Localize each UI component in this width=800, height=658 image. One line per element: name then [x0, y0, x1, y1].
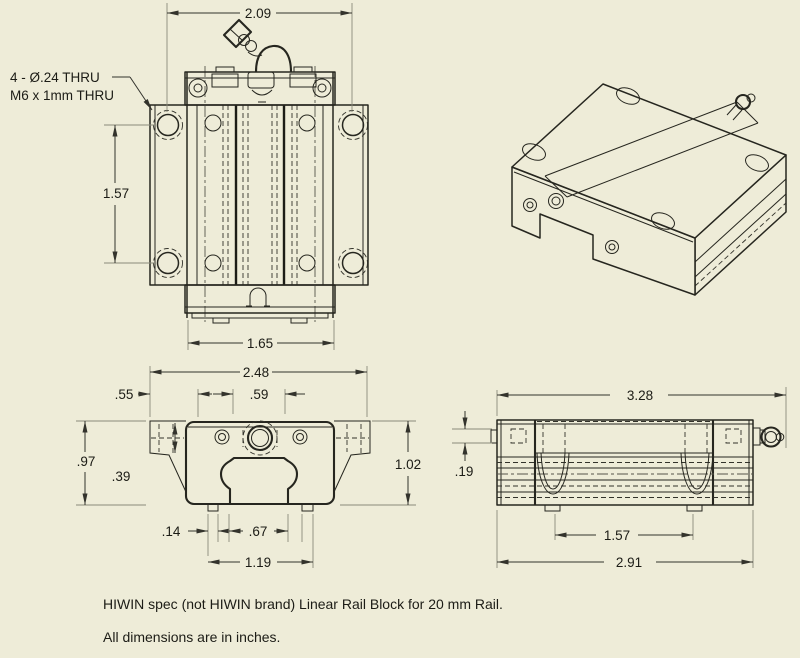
dim-text-3.28: 3.28 [627, 388, 653, 403]
dim-text-.14: .14 [162, 524, 181, 539]
iso-grease-bore [548, 193, 564, 209]
front-view: 2.48 .55 .59 .97 .39 [76, 365, 421, 570]
dim-front-flange-height: .97 [76, 420, 146, 506]
clamp-screw-right [289, 73, 317, 88]
mount-hole-top-right [341, 113, 365, 137]
iso-top-holes [522, 87, 769, 230]
iso-end-face [511, 166, 696, 296]
inner-hole-top-left [204, 114, 222, 132]
dim-text-1.65: 1.65 [247, 336, 273, 351]
units-note: All dimensions are in inches. [103, 629, 281, 645]
side-foot-right [686, 504, 703, 512]
side-view: 3.28 .19 1.57 2.91 [452, 387, 787, 570]
side-end-lip [490, 429, 498, 444]
clamp-screw-left [211, 73, 239, 88]
dim-text-1.19: 1.19 [245, 555, 271, 570]
side-cap-screw-right [725, 428, 742, 444]
dim-text-.39: .39 [112, 469, 131, 484]
dim-front-ear-height: .39 [112, 423, 178, 484]
callout-line1: 4 - Ø.24 THRU [10, 70, 100, 85]
iso-end-screw-left [523, 198, 537, 212]
front-grease-port [246, 424, 274, 452]
iso-grease-nipple [726, 93, 756, 121]
grease-port-block [247, 71, 275, 89]
top-view-end-plate-top [184, 66, 336, 106]
grease-nipple-body [222, 18, 253, 49]
dim-text-1.02: 1.02 [395, 457, 421, 472]
dim-front-overall-height: 1.02 [340, 420, 421, 506]
callout-line2: M6 x 1mm THRU [10, 88, 114, 103]
end-boss-left [188, 78, 208, 98]
dim-top-hole-span: 2.09 [166, 3, 353, 112]
top-view-mount-holes [153, 110, 368, 278]
dim-text-2.48: 2.48 [243, 365, 269, 380]
dim-text-.59: .59 [250, 387, 269, 402]
dim-front-feet-span: 1.19 [208, 514, 314, 570]
mount-tab-right [290, 317, 308, 324]
iso-top-face [511, 83, 787, 239]
top-view-ball-tracks [222, 105, 298, 285]
front-ear-left [149, 420, 187, 493]
dim-front-channel-opening: .67 [228, 514, 289, 542]
dim-text-.55: .55 [115, 387, 134, 402]
grease-elbow-dome [254, 44, 293, 73]
mount-hole-bottom-right [341, 251, 365, 275]
hole-callout: 4 - Ø.24 THRU M6 x 1mm THRU [10, 70, 153, 111]
dim-text-.67: .67 [249, 524, 268, 539]
dim-text-.19: .19 [455, 464, 474, 479]
iso-end-face-details [523, 193, 619, 254]
dim-text-.97: .97 [77, 454, 96, 469]
isometric-view [511, 83, 787, 296]
dim-front-ear-width: .55 [115, 387, 212, 417]
dim-text-2.09: 2.09 [245, 6, 271, 21]
side-foot-left [544, 504, 561, 512]
mount-hole-bottom-left [156, 251, 180, 275]
dim-side-lip-height: .19 [452, 411, 492, 479]
inner-hole-bottom-right [298, 254, 316, 272]
top-view-flange-outline [149, 104, 369, 286]
dim-text-1.57-side: 1.57 [604, 528, 630, 543]
front-foot-left [207, 504, 219, 512]
mount-hole-top-left [156, 113, 180, 137]
dim-top-hole-pitch: 1.57 [103, 124, 155, 264]
front-face-ports [214, 420, 308, 456]
dim-side-feet-span: 1.57 [554, 514, 694, 543]
front-port-right [292, 429, 308, 445]
side-grease-fitting [752, 426, 785, 448]
dim-text-1.57-top: 1.57 [103, 186, 129, 201]
grease-nipple-top [222, 18, 293, 73]
top-view: 2.09 1.57 1.65 4 - Ø.24 THRU M6 x 1mm TH… [10, 3, 369, 351]
side-cap-screw-left [510, 428, 527, 444]
iso-end-screw-right [605, 240, 619, 254]
side-ball-return-loops [536, 452, 714, 495]
dim-text-2.91: 2.91 [616, 555, 642, 570]
front-body-outline [184, 420, 336, 506]
dim-front-foot-width: .14 [162, 514, 232, 556]
inner-hole-top-right [298, 114, 316, 132]
callout-leader [129, 76, 153, 111]
inner-hole-bottom-left [204, 254, 222, 272]
front-foot-right [301, 504, 314, 512]
dim-front-overall-width: 2.48 [149, 365, 368, 417]
front-rail-channel [219, 456, 299, 504]
dim-side-body-length: 2.91 [496, 510, 754, 570]
dim-top-body-width: 1.65 [187, 320, 335, 351]
end-boss-right [312, 78, 332, 98]
bottom-grease-arch [249, 287, 267, 306]
front-port-left [214, 429, 230, 445]
dim-side-overall-length: 3.28 [496, 387, 787, 448]
top-view-end-plate-bottom [184, 284, 336, 324]
front-ear-right [333, 420, 371, 493]
dim-front-port-width: .59 [213, 387, 305, 414]
mount-tab-left [212, 317, 230, 324]
description-note: HIWIN spec (not HIWIN brand) Linear Rail… [103, 596, 503, 612]
